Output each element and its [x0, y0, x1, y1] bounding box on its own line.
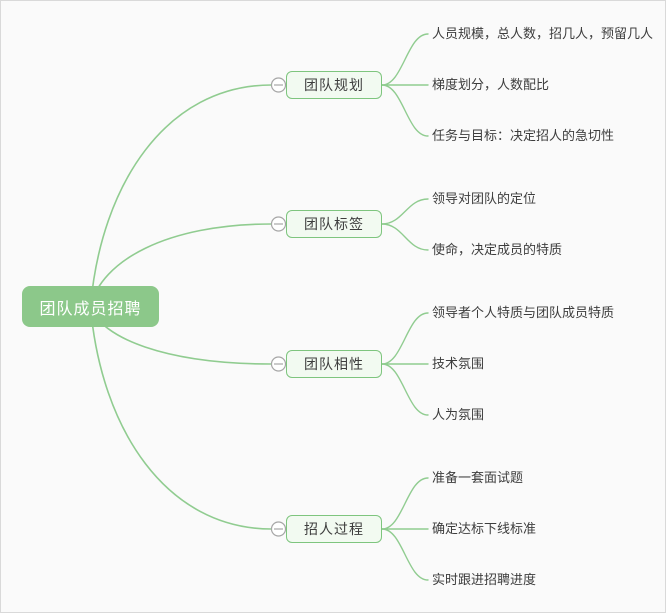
- leaf-node[interactable]: 领导对团队的定位: [432, 191, 537, 206]
- branch-label: 团队相性: [304, 356, 364, 372]
- root-node[interactable]: 团队成员招聘: [22, 286, 159, 327]
- leaf-node[interactable]: 人员规模，总人数，招几人，预留几人: [432, 26, 654, 41]
- root-branch-connector: [89, 84, 273, 308]
- leaf-node[interactable]: 确定达标下线标准: [432, 521, 537, 536]
- branch-label: 团队标签: [304, 216, 364, 232]
- leaf-node[interactable]: 实时跟进招聘进度: [432, 572, 537, 587]
- branch-leaf-connector: [381, 33, 429, 86]
- branch-leaf-connector: [381, 477, 429, 530]
- branch-label: 团队规划: [304, 77, 364, 93]
- leaf-node[interactable]: 任务与目标：决定招人的急切性: [432, 128, 615, 143]
- leaf-node[interactable]: 准备一套面试题: [432, 470, 524, 485]
- leaf-node[interactable]: 领导者个人特质与团队成员特质: [432, 305, 615, 320]
- collapse-minus-icon[interactable]: [270, 77, 287, 93]
- leaf-node[interactable]: 技术氛围: [432, 356, 485, 371]
- root-branch-connector: [89, 305, 273, 530]
- branch-label: 招人过程: [304, 521, 364, 537]
- branch-leaf-connector: [381, 312, 429, 365]
- branch-leaf-connector: [381, 363, 429, 416]
- branch-node[interactable]: 团队相性: [286, 350, 382, 378]
- branch-leaf-connector: [381, 198, 429, 225]
- collapse-minus-icon[interactable]: [270, 356, 287, 372]
- collapse-minus-icon[interactable]: [270, 521, 287, 537]
- collapse-minus-icon[interactable]: [270, 216, 287, 232]
- branch-leaf-connector: [381, 223, 429, 251]
- leaf-node[interactable]: 人为氛围: [432, 407, 485, 422]
- branch-leaf-connector: [381, 528, 429, 581]
- leaf-node[interactable]: 梯度划分，人数配比: [432, 77, 550, 92]
- branch-leaf-connector: [381, 84, 429, 137]
- branch-node[interactable]: 团队标签: [286, 210, 382, 238]
- branch-node[interactable]: 团队规划: [286, 71, 382, 99]
- branch-node[interactable]: 招人过程: [286, 515, 382, 543]
- leaf-node[interactable]: 使命，决定成员的特质: [432, 242, 563, 257]
